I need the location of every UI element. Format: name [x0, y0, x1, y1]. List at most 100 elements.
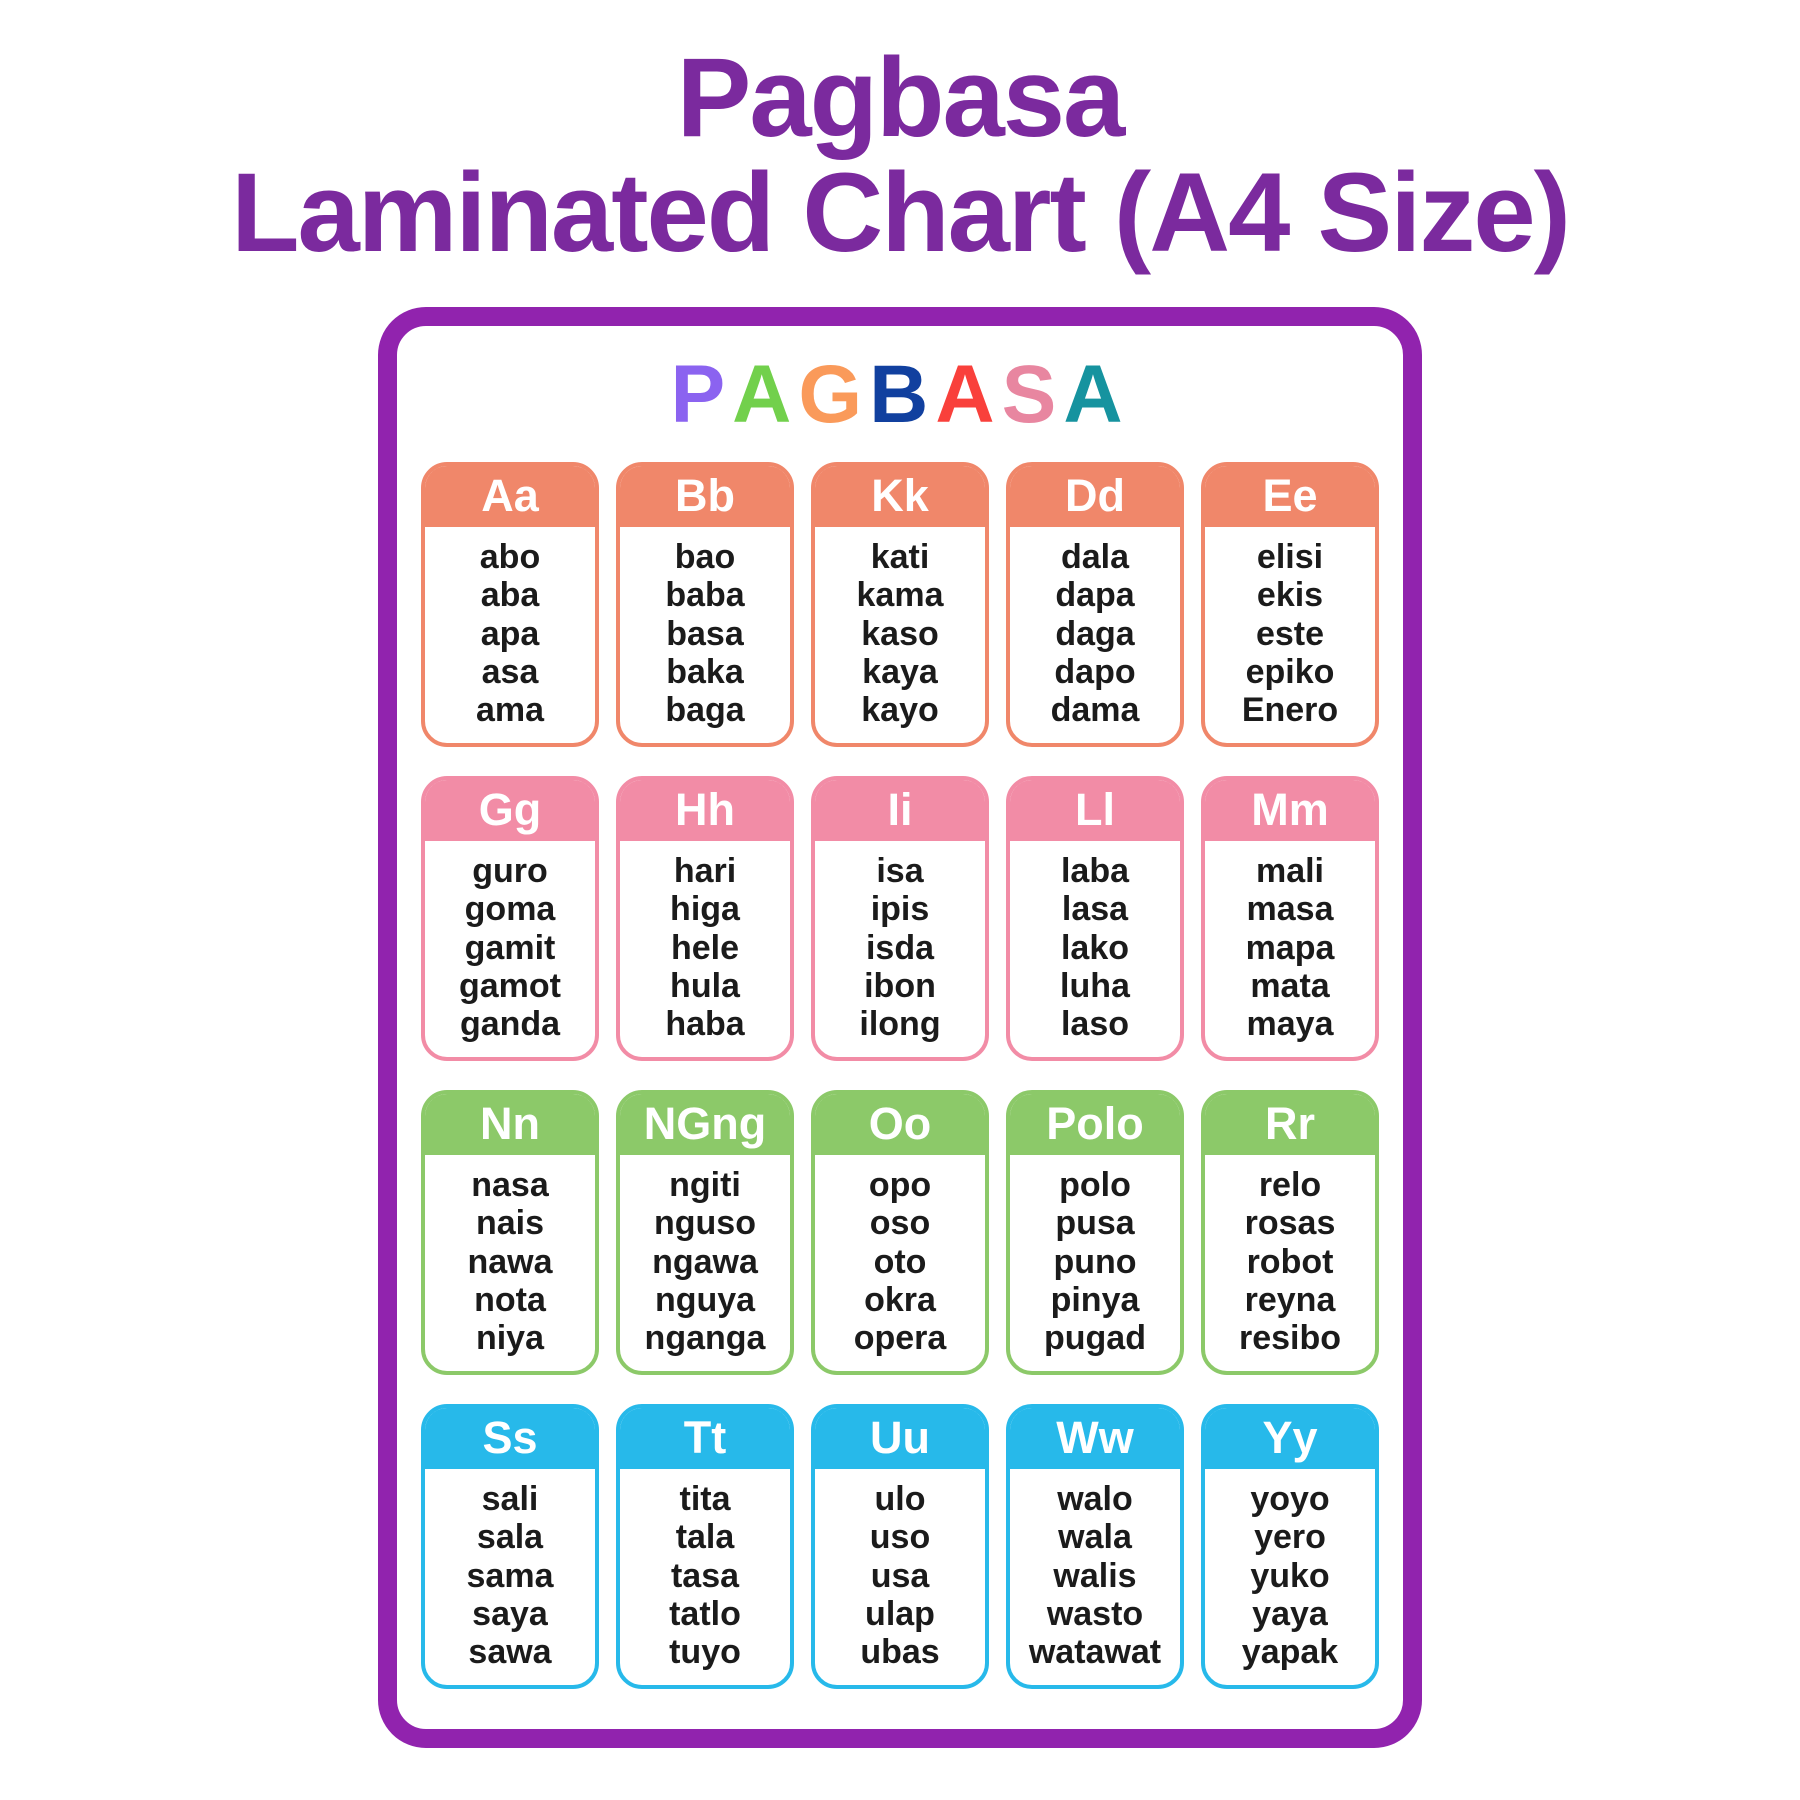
word: nganga [644, 1319, 766, 1358]
word: sama [466, 1556, 554, 1595]
word: daga [1055, 614, 1135, 653]
word: tatlo [669, 1595, 741, 1634]
word: ngawa [652, 1242, 758, 1281]
card-letter-label: Nn [425, 1093, 595, 1155]
card-letter-label: Hh [620, 779, 790, 841]
word: epiko [1245, 652, 1335, 691]
word: laso [1060, 1005, 1130, 1044]
word: kayo [861, 691, 939, 730]
word: mali [1255, 851, 1325, 890]
card-letter-label: Oo [815, 1093, 985, 1155]
brand-letter: S [1001, 348, 1064, 440]
word: yoyo [1250, 1479, 1330, 1518]
word: ulap [865, 1595, 935, 1634]
word: dapa [1055, 576, 1135, 615]
word: bao [674, 537, 736, 576]
word: gamot [459, 966, 561, 1005]
card-letter-label: Ww [1010, 1407, 1180, 1469]
card-letter-label: Polo [1010, 1093, 1180, 1155]
word: aba [480, 576, 540, 615]
brand-letter: A [732, 348, 799, 440]
brand-letter: A [935, 348, 1002, 440]
word: kaso [861, 614, 939, 653]
word: isa [876, 851, 924, 890]
word: nota [474, 1281, 546, 1319]
word: haba [665, 1005, 745, 1044]
word: resibo [1238, 1319, 1342, 1358]
word: niya [475, 1319, 545, 1358]
word: yero [1254, 1518, 1326, 1557]
word: dala [1060, 537, 1130, 576]
word: pinya [1050, 1281, 1140, 1319]
word: abo [479, 537, 541, 576]
word: lako [1060, 928, 1130, 967]
word: nguso [654, 1204, 756, 1243]
word: rosas [1244, 1204, 1336, 1243]
brand-letter: A [1063, 348, 1130, 440]
card-letter-label: Uu [815, 1407, 985, 1469]
word: wala [1058, 1518, 1132, 1557]
card-letter-label: Dd [1010, 465, 1180, 527]
word: ganda [459, 1005, 561, 1044]
word: opo [868, 1165, 932, 1204]
word: asa [481, 652, 539, 691]
word: dama [1050, 691, 1140, 730]
card-letter-label: Ee [1205, 465, 1375, 527]
word: mapa [1245, 928, 1335, 967]
card-letter-label: Ss [425, 1407, 595, 1469]
word: ama [475, 691, 545, 730]
word: okra [864, 1281, 936, 1319]
word: elisi [1256, 537, 1324, 576]
page-title-line2: Laminated Chart (A4 Size) [231, 150, 1571, 276]
word: hula [670, 966, 740, 1005]
pagbasa-heading: PAGBASA [397, 348, 1403, 440]
word: nawa [467, 1242, 553, 1281]
word: tita [679, 1479, 731, 1518]
word: ngiti [669, 1165, 741, 1204]
word: robot [1246, 1242, 1334, 1281]
page-title: Pagbasa Laminated Chart (A4 Size) [0, 0, 1800, 271]
card-letter-label: Rr [1205, 1093, 1375, 1155]
word: tasa [670, 1556, 740, 1595]
word: baga [665, 691, 745, 730]
card-letter-label: Kk [815, 465, 985, 527]
card-letter-label: Yy [1205, 1407, 1375, 1469]
word: usa [870, 1556, 930, 1595]
word: hari [673, 851, 737, 890]
word: sali [481, 1479, 539, 1518]
word: basa [666, 614, 744, 653]
card-letter-label: Ll [1010, 779, 1180, 841]
word: gamit [464, 928, 556, 967]
brand-letter: B [869, 348, 936, 440]
card-letter-label: Gg [425, 779, 595, 841]
word: saya [472, 1595, 548, 1634]
word: pugad [1044, 1319, 1146, 1358]
word: maya [1246, 1005, 1334, 1044]
word: isda [865, 928, 935, 967]
